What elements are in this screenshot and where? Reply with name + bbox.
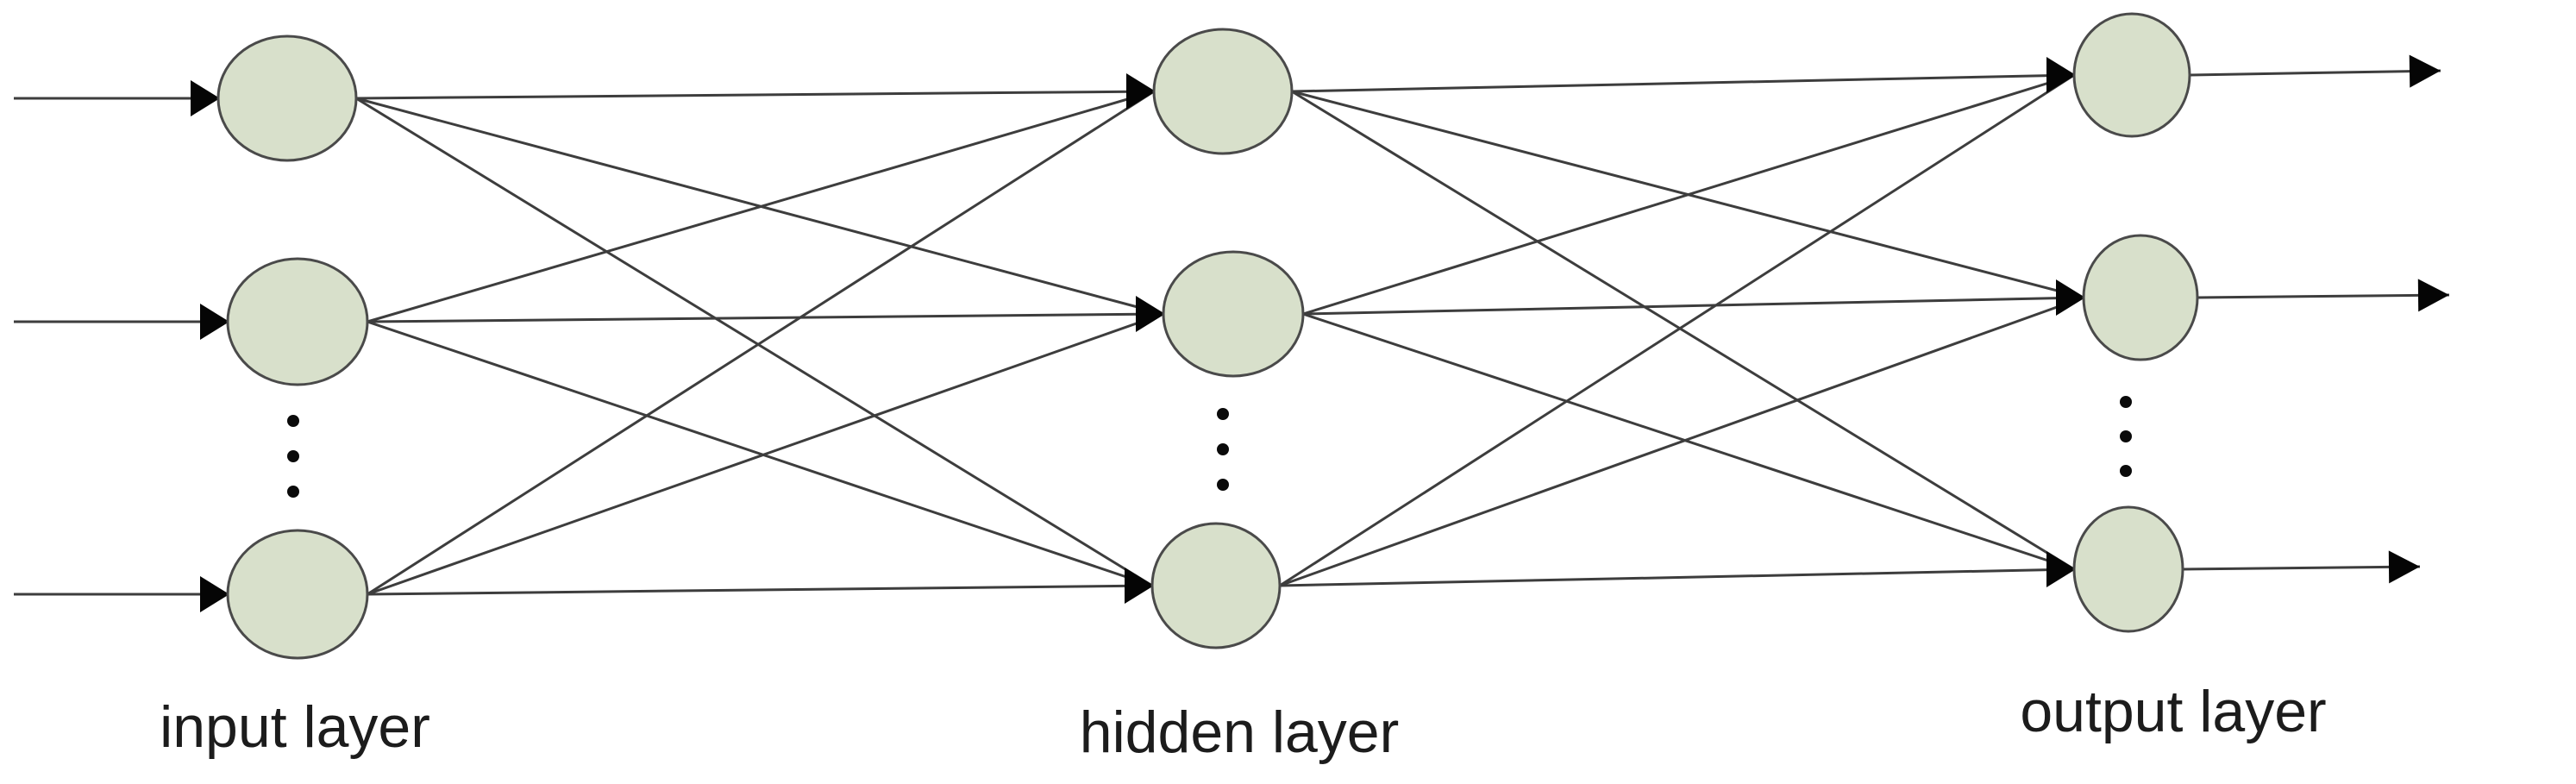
ellipsis-dots-layer [287, 396, 2132, 498]
hidden-layer-label: hidden layer [1080, 699, 1399, 765]
input-arrowhead [191, 80, 220, 116]
input-arrowhead [200, 576, 229, 612]
edge-hidden-output [1291, 73, 2075, 93]
hidden-ellipsis-dot [1217, 479, 1229, 491]
output-ellipsis-dot [2120, 396, 2132, 408]
output-node [2072, 12, 2191, 138]
edge-input-hidden [355, 90, 1155, 100]
edge-hidden-output [1302, 73, 2075, 316]
output-ellipsis-dot [2120, 465, 2132, 477]
hidden-arrowhead [1126, 73, 1156, 110]
edge-hidden-output [1279, 568, 2075, 587]
edge-hidden-output [1291, 90, 2075, 571]
output-arrowhead [2046, 57, 2076, 93]
edge-hidden-output [1279, 296, 2084, 587]
input-layer-label: input layer [160, 694, 430, 760]
hidden-node [1152, 28, 1294, 155]
output-arrow-tip [2388, 550, 2420, 584]
hidden-arrowhead [1125, 568, 1154, 604]
edge-input-hidden [367, 584, 1153, 596]
hidden-arrowhead [1136, 296, 1165, 332]
output-arrow-tip [2417, 279, 2449, 312]
output-node [2072, 505, 2184, 633]
edge-input-hidden [367, 90, 1155, 596]
hidden-node [1162, 250, 1305, 378]
output-arrow-line [2189, 69, 2441, 77]
hidden-node [1150, 522, 1282, 649]
output-layer-label: output layer [2020, 679, 2326, 744]
hidden-ellipsis-dot [1217, 408, 1229, 420]
output-arrowhead [2046, 551, 2076, 587]
output-node [2082, 234, 2199, 361]
edge-hidden-output [1302, 312, 2075, 571]
edge-input-hidden [367, 320, 1153, 587]
input-ellipsis-dot [287, 415, 299, 427]
output-arrow-line [2197, 293, 2450, 299]
output-arrow-line [2182, 565, 2421, 571]
arrowheads-layer [191, 54, 2449, 612]
input-arrowhead [200, 304, 229, 340]
edge-hidden-output [1279, 73, 2075, 587]
output-ellipsis-dot [2120, 430, 2132, 442]
edge-input-hidden [367, 312, 1164, 323]
edge-hidden-output [1302, 296, 2084, 316]
edges-layer [14, 69, 2450, 596]
edge-input-hidden [367, 90, 1155, 323]
input-node [216, 34, 358, 162]
output-arrowhead [2056, 279, 2085, 316]
hidden-ellipsis-dot [1217, 443, 1229, 455]
output-arrow-tip [2409, 54, 2441, 88]
nodes-layer [216, 12, 2199, 660]
input-node [226, 257, 369, 386]
edge-input-hidden [355, 97, 1153, 587]
input-ellipsis-dot [287, 486, 299, 498]
edge-input-hidden [367, 312, 1164, 596]
input-node [226, 529, 369, 660]
input-ellipsis-dot [287, 450, 299, 462]
